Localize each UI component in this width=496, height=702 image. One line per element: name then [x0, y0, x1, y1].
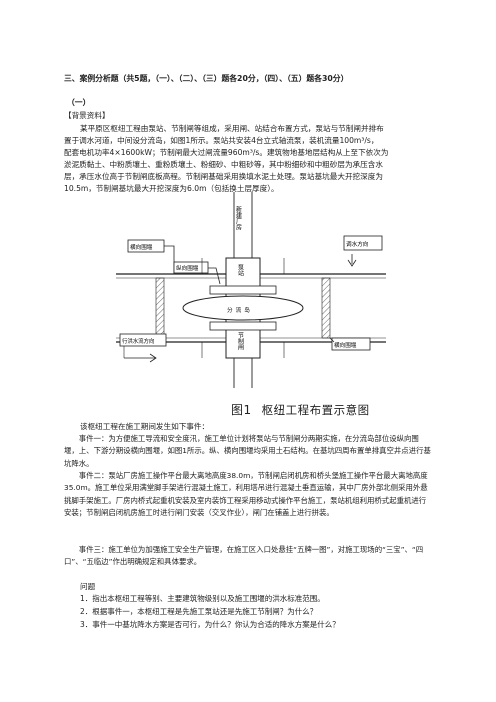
island-label: 分流岛 — [227, 306, 253, 314]
upper-cofferdam — [155, 277, 165, 339]
lower-cofferdam-label-box — [331, 337, 371, 351]
question-item: 3．事件一中基坑降水方案是否可行，为什么？你认为合适的降水方案是什么？ — [80, 620, 340, 629]
sluice-label: 节制闸 — [237, 331, 244, 351]
background-line: 淤泥质黏土、中粉质壤土、重粉质壤土、粉细砂、中粗砂等，其中粉细砂和中粗砂层为承压… — [64, 160, 383, 169]
event-three: 事件三：施工单位为加强施工安全生产管理，在施工区入口处悬挂“五牌一图”，对施工现… — [64, 545, 424, 567]
section-heading: 三、案例分析题（共5题，（一）、（二）、（三）题各20分，（四）、（五）题各30… — [64, 74, 349, 83]
flow-left-label-box — [119, 333, 167, 347]
events-intro: 该枢纽工程在施工期间发生如下事件： — [80, 422, 210, 431]
pump-station-label: 泵站 — [237, 264, 244, 277]
hub-layout-diagram: 新建厂房 横向围堰 纵向围堰 泵站 分流岛 节制闸 调水方向 行洪水流方向 横向… — [116, 192, 386, 388]
case-number: （一） — [67, 98, 91, 107]
diversion-island — [182, 295, 304, 321]
question-item: 1．指出本枢纽工程等别、主要建筑物级别以及施工围堰的洪水标准范围。 — [80, 594, 325, 603]
flow-left-label: 行洪水流方向 — [122, 337, 154, 345]
lower-cofferdam-label: 横向围堰 — [334, 341, 357, 349]
background-line: 某平原区枢纽工程由泵站、节制闸等组成，采用闸、站结合布置方式，泵站与节制闸并排布 — [80, 124, 384, 133]
background-line: 配套电机功率4×1600kW；节制闸最大过闸流量960m³/s。建筑物地基地层结… — [64, 148, 389, 157]
upper-cofferdam-label: 横向围堰 — [130, 243, 153, 251]
question-item: 2．根据事件一，本枢纽工程是先施工泵站还是先施工节制闸？为什么？ — [80, 607, 318, 616]
background-line: 层，承压水位高于节制闸底板高程。节制闸基础采用换填水泥土处理。泵站基坑最大开挖深… — [64, 172, 383, 181]
questions-title: 问题 — [80, 582, 96, 591]
longitudinal-cofferdam-label-box — [173, 261, 209, 274]
flow-right-label-box — [343, 235, 383, 251]
background-line: 10.5m，节制闸基坑最大开挖深度为6.0m（包括换土层厚度）。 — [64, 184, 279, 193]
background-line: 置于调水河道，中间设分流岛，如图1所示。泵站共安装4台立式轴流泵，装机流量100… — [64, 136, 379, 145]
longitudinal-cofferdam-label: 纵向围堰 — [176, 264, 199, 272]
figure-title: 枢纽工程布置示意图 — [261, 403, 370, 417]
flow-right-label: 调水方向 — [346, 240, 369, 248]
figure-caption: 图1 枢纽工程布置示意图 — [231, 401, 370, 418]
background-title: 【背景资料】 — [64, 111, 110, 120]
arrow-right-icon — [124, 353, 157, 363]
arrow-down-icon — [347, 254, 357, 267]
event-one: 事件一：为方便施工导流和安全度汛，施工单位计划将泵站与节制闸分两期实施，在分流岛… — [64, 434, 431, 468]
lower-cofferdam — [321, 277, 331, 339]
figure-number: 图1 — [231, 403, 252, 417]
factory-label: 新建厂房 — [235, 205, 242, 231]
event-two: 事件二：泵站厂房施工操作平台最大离地高度38.0m，节制闸启闭机房和桥头堡施工操… — [64, 471, 428, 517]
